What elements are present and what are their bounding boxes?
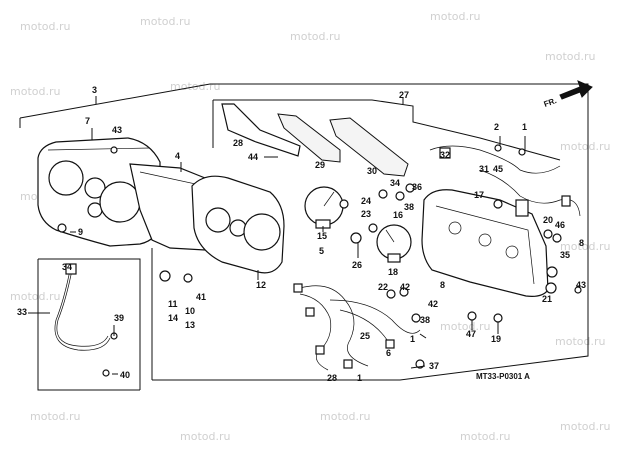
callout-36: 36 [412, 182, 422, 192]
callout-42: 42 [400, 282, 410, 292]
meter-panel [191, 175, 285, 274]
watermark: motod.ru [290, 30, 340, 43]
cable-box-outline [38, 258, 141, 390]
watermark: motod.ru [140, 15, 190, 28]
callout-34: 34 [62, 262, 72, 272]
watermark: motod.ru [320, 410, 370, 423]
assembly-3-outline [19, 83, 589, 128]
callout-35: 35 [560, 250, 570, 260]
callout-1: 1 [357, 373, 362, 383]
watermark: motod.ru [180, 430, 230, 443]
meter-case-outer [37, 137, 161, 247]
leader-lines [28, 128, 526, 375]
callout-28: 28 [233, 138, 243, 148]
callout-14: 14 [168, 313, 178, 323]
callout-40: 40 [120, 370, 130, 380]
callout-1: 1 [410, 334, 415, 344]
watermark: motod.ru [545, 50, 595, 63]
small-parts [57, 144, 582, 377]
callout-24: 24 [361, 196, 371, 206]
diagram-code: MT33-P0301 A [476, 372, 530, 381]
callout-16: 16 [393, 210, 403, 220]
callout-19: 19 [491, 334, 501, 344]
callout-42: 42 [428, 299, 438, 309]
callout-33: 33 [17, 307, 27, 317]
callout-41: 41 [196, 292, 206, 302]
assembly-3-outline [152, 128, 589, 381]
watermark: motod.ru [30, 410, 80, 423]
front-arrow-label: FR. [543, 96, 558, 109]
callout-37: 37 [429, 361, 439, 371]
callout-21: 21 [542, 294, 552, 304]
callout-30: 30 [367, 166, 377, 176]
callout-1: 1 [522, 122, 527, 132]
light-guide-29 [277, 113, 341, 163]
callout-22: 22 [378, 282, 388, 292]
callout-labels: 3 7 43 4 9 27 28 44 29 30 32 2 1 45 31 3… [17, 85, 586, 383]
callout-6: 6 [386, 348, 391, 358]
callout-46: 46 [555, 220, 565, 230]
callout-47: 47 [466, 329, 476, 339]
speedometer-cable [54, 263, 111, 351]
callout-9: 9 [78, 227, 83, 237]
callout-11: 11 [168, 299, 178, 309]
callout-5: 5 [319, 246, 324, 256]
callout-43: 43 [576, 280, 586, 290]
gauge-22 [376, 224, 412, 263]
watermark: motod.ru [10, 85, 60, 98]
callout-34: 34 [390, 178, 400, 188]
callout-31: 31 [479, 164, 489, 174]
callout-2: 2 [494, 122, 499, 132]
light-guide-28 [221, 103, 301, 157]
watermark: motod.ru [20, 20, 70, 33]
front-arrow-icon [559, 80, 593, 100]
callout-39: 39 [114, 313, 124, 323]
watermark: motod.ru [440, 320, 490, 333]
callout-38: 38 [404, 202, 414, 212]
cable-box-outline [37, 259, 140, 391]
callout-27: 27 [399, 90, 409, 100]
watermark: motod.ru [430, 10, 480, 23]
gauge-15 [304, 186, 344, 229]
callout-29: 29 [315, 160, 325, 170]
callout-17: 17 [474, 190, 484, 200]
callout-25: 25 [360, 331, 370, 341]
upper-harness [429, 145, 581, 217]
callout-18: 18 [388, 267, 398, 277]
callout-20: 20 [543, 215, 553, 225]
wire-harness [293, 283, 421, 371]
watermark: motod.ru [10, 290, 60, 303]
callout-28: 28 [327, 373, 337, 383]
callout-13: 13 [185, 320, 195, 330]
callout-45: 45 [493, 164, 503, 174]
callout-7: 7 [85, 116, 90, 126]
callout-44: 44 [248, 152, 258, 162]
callout-4: 4 [175, 151, 180, 161]
callout-8: 8 [579, 238, 584, 248]
callout-15: 15 [317, 231, 327, 241]
light-guide-30 [329, 117, 409, 177]
callout-23: 23 [361, 209, 371, 219]
watermark: motod.ru [555, 335, 605, 348]
callout-10: 10 [185, 306, 195, 316]
watermark: motod.ru [560, 140, 610, 153]
watermark: motod.ru [560, 420, 610, 433]
callout-8: 8 [440, 280, 445, 290]
callout-38: 38 [420, 315, 430, 325]
watermark: motod.ru [460, 430, 510, 443]
callout-3: 3 [92, 85, 97, 95]
callout-26: 26 [352, 260, 362, 270]
callout-12: 12 [256, 280, 266, 290]
assembly-27-outline [213, 99, 561, 161]
watermark: motod.ru [560, 240, 610, 253]
callout-32: 32 [440, 150, 450, 160]
callout-43: 43 [112, 125, 122, 135]
